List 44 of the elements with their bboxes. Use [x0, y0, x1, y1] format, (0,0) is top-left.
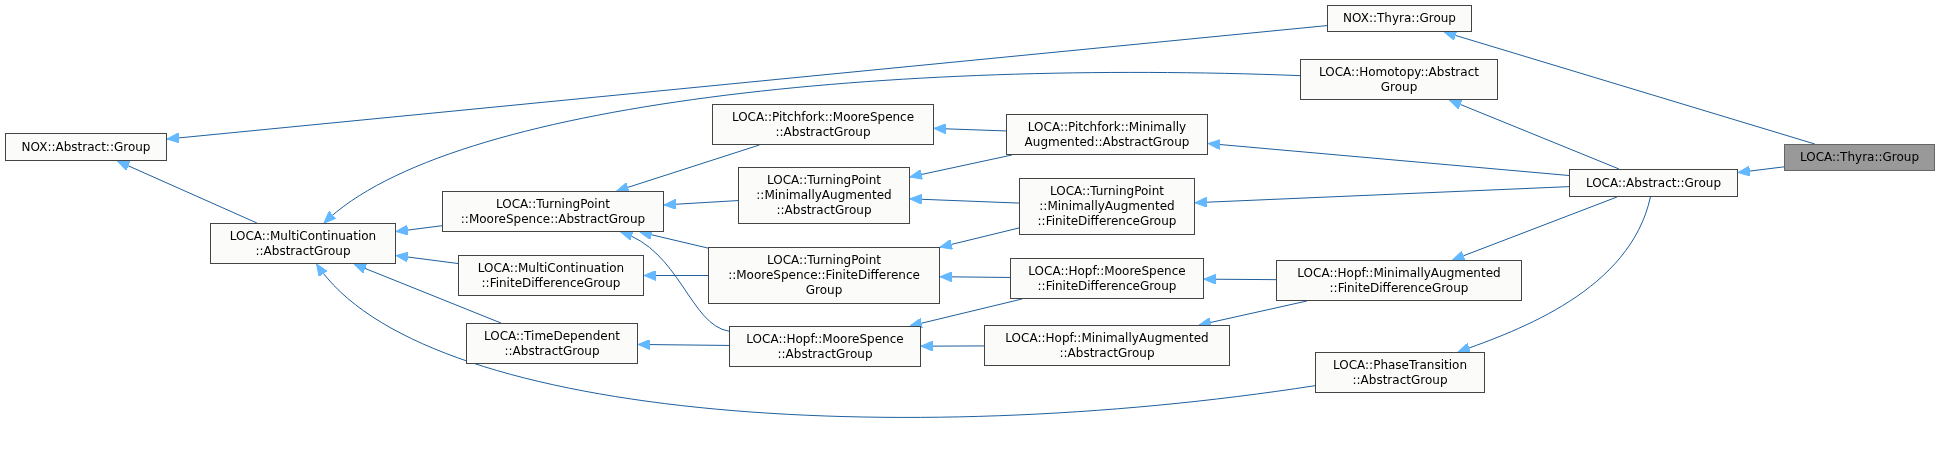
class-box: LOCA::Thyra::Group [1784, 144, 1935, 171]
class-box: LOCA::TimeDependent ::AbstractGroup [466, 323, 638, 364]
inheritance-arrow [920, 340, 985, 352]
inheritance-arrow [1194, 186, 1570, 208]
inheritance-arrow [316, 263, 1316, 418]
inheritance-arrow [663, 198, 739, 210]
inheritance-arrow [620, 231, 730, 332]
inheritance-arrow [1203, 273, 1277, 285]
inheritance-arrow [323, 72, 1301, 224]
class-box: LOCA::TurningPoint ::MooreSpence::AbstractGroup [442, 191, 664, 232]
class-box: NOX::Abstract::Group [5, 133, 167, 161]
class-box: NOX::Thyra::Group [1327, 5, 1472, 32]
inheritance-arrow [637, 339, 730, 351]
inheritance-arrow [395, 224, 443, 236]
inheritance-arrow [1452, 196, 1618, 261]
class-box: LOCA::Abstract::Group [1569, 169, 1738, 197]
class-box: LOCA::Pitchfork::MooreSpence ::AbstractGroup [712, 104, 934, 145]
inheritance-arrow [939, 271, 1011, 283]
inheritance-arrow [117, 160, 258, 224]
inheritance-arrow [1207, 139, 1570, 176]
inheritance-arrow [909, 298, 1023, 329]
inheritance-arrow [933, 123, 1007, 135]
inheritance-arrow [616, 144, 760, 193]
class-box: LOCA::MultiContinuation ::AbstractGroup [210, 223, 396, 264]
inheritance-arrow [395, 251, 459, 264]
class-box: LOCA::TurningPoint ::MinimallyAugmented ::FiniteDifferenceGroup [1019, 178, 1195, 235]
inheritance-arrow [1443, 30, 1816, 145]
inheritance-arrow [1457, 196, 1651, 354]
inheritance-arrow [1737, 165, 1785, 177]
class-box: LOCA::Hopf::MinimallyAugmented ::FiniteDifferenceGroup [1276, 260, 1522, 301]
class-box: LOCA::PhaseTransition ::AbstractGroup [1315, 352, 1485, 393]
class-box: LOCA::TurningPoint ::MinimallyAugmented ::AbstractGroup [738, 167, 910, 224]
class-box: LOCA::Pitchfork::Minimally Augmented::AbstractGroup [1006, 114, 1208, 155]
inheritance-arrow [939, 227, 1020, 250]
inheritance-arrow [643, 270, 709, 281]
class-box: LOCA::MultiContinuation ::FiniteDifferenceGroup [458, 255, 644, 296]
class-box: LOCA::Hopf::MinimallyAugmented ::AbstractGroup [984, 325, 1230, 366]
class-box: LOCA::Homotopy::Abstract Group [1300, 59, 1498, 100]
class-box: LOCA::Hopf::MooreSpence ::FiniteDifferenceGroup [1010, 258, 1204, 299]
class-box: LOCA::Hopf::MooreSpence ::AbstractGroup [729, 326, 921, 367]
inheritance-arrow [1448, 99, 1620, 170]
inheritance-arrow [909, 193, 1020, 205]
class-box: LOCA::TurningPoint ::MooreSpence::FiniteDifference Group [708, 247, 940, 304]
inheritance-arrow [166, 25, 1328, 144]
